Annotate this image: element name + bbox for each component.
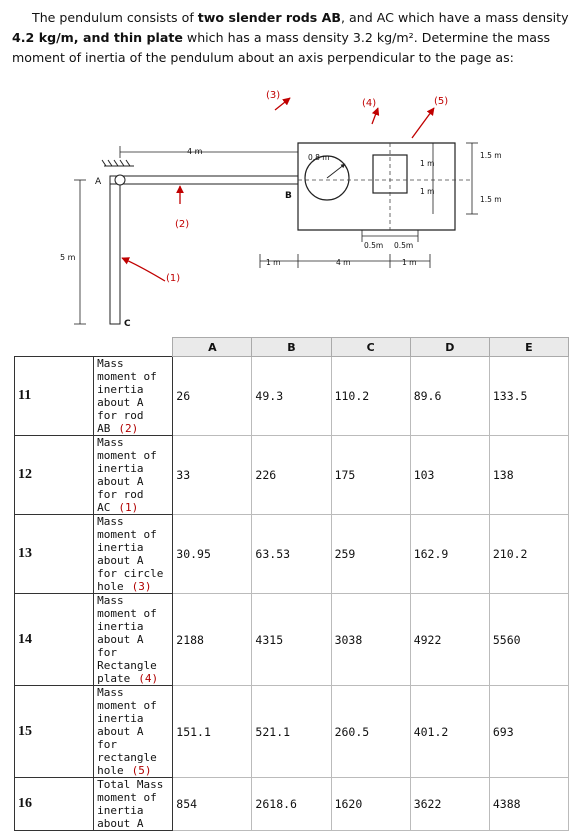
answer-cell[interactable]: 5560: [488, 593, 570, 686]
member-tag: (4): [138, 672, 159, 685]
answer-cell[interactable]: 4922: [409, 593, 490, 686]
member-tag: (2): [118, 422, 139, 435]
row-question: Mass moment of inertia about A for rod A…: [93, 356, 174, 436]
svg-text:1 m: 1 m: [420, 187, 434, 196]
answer-cell[interactable]: 63.53: [251, 514, 332, 594]
pin-a: [114, 174, 126, 186]
answer-cell[interactable]: 4315: [251, 593, 332, 686]
answer-cell[interactable]: 226: [251, 435, 332, 515]
svg-text:4 m: 4 m: [336, 258, 350, 267]
answer-cell[interactable]: 1620: [330, 777, 411, 831]
pendulum-figure: A B C (3) (4) (5) (2) (1) 4 m 5 m 0.8 m …: [0, 86, 588, 336]
problem-statement: The pendulum consists of two slender rod…: [12, 8, 578, 68]
col-header-a: A: [172, 337, 253, 357]
pendulum-diagram: A B C (3) (4) (5) (2) (1) 4 m 5 m 0.8 m …: [60, 90, 502, 329]
svg-text:1 m: 1 m: [266, 258, 280, 267]
answer-cell[interactable]: 521.1: [251, 685, 332, 778]
row-number: 13: [13, 514, 95, 594]
member-tag: (1): [118, 501, 139, 514]
table-header-row: A B C D E: [14, 337, 570, 357]
svg-text:(4): (4): [362, 98, 376, 109]
answer-cell[interactable]: 33: [172, 435, 253, 515]
col-header-c: C: [330, 337, 411, 357]
svg-text:1 m: 1 m: [420, 159, 434, 168]
svg-text:4 m: 4 m: [187, 147, 203, 156]
row-question: Mass moment of inertia about A for recta…: [93, 685, 174, 778]
answer-cell[interactable]: 3038: [330, 593, 411, 686]
answer-cell[interactable]: 2188: [172, 593, 253, 686]
answer-cell[interactable]: 151.1: [172, 685, 253, 778]
answer-cell[interactable]: 138: [488, 435, 570, 515]
answer-cell[interactable]: 259: [330, 514, 411, 594]
answer-cell[interactable]: 260.5: [330, 685, 411, 778]
answer-cell[interactable]: 4388: [488, 777, 570, 831]
svg-text:(5): (5): [434, 96, 448, 107]
answer-cell[interactable]: 401.2: [409, 685, 490, 778]
answer-cell[interactable]: 210.2: [488, 514, 570, 594]
density-spec: 4.2 kg/m, and thin plate: [12, 30, 183, 45]
answer-cell[interactable]: 162.9: [409, 514, 490, 594]
col-header-b: B: [251, 337, 332, 357]
row-question: Mass moment of inertia about A for rod A…: [93, 435, 174, 515]
answer-cell[interactable]: 693: [488, 685, 570, 778]
row-number: 14: [13, 593, 95, 686]
member-arrows: [121, 97, 435, 282]
rod-ac: [109, 175, 121, 325]
row-question: Total Mass moment of inertia about A: [93, 777, 174, 831]
svg-text:1.5 m: 1.5 m: [480, 195, 502, 204]
row-number: 16: [13, 777, 95, 831]
svg-text:5 m: 5 m: [60, 253, 76, 262]
answer-cell[interactable]: 110.2: [330, 356, 411, 436]
rod-spec: two slender rods AB: [197, 10, 342, 25]
svg-text:1 m: 1 m: [402, 258, 416, 267]
row-number: 15: [13, 685, 95, 778]
answer-cell[interactable]: 175: [330, 435, 411, 515]
svg-text:0.5m: 0.5m: [394, 241, 413, 250]
svg-text:(3): (3): [266, 90, 280, 101]
answer-cell[interactable]: 133.5: [488, 356, 570, 436]
problem-text: The pendulum consists of two slender rod…: [12, 10, 569, 65]
svg-text:(1): (1): [166, 273, 180, 284]
member-tag: (5): [131, 764, 152, 777]
answer-cell[interactable]: 49.3: [251, 356, 332, 436]
rod-ab: [109, 175, 299, 185]
answer-cell[interactable]: 30.95: [172, 514, 253, 594]
answer-cell[interactable]: 2618.6: [251, 777, 332, 831]
svg-text:(2): (2): [175, 219, 189, 230]
answer-cell[interactable]: 26: [172, 356, 253, 436]
row-question: Mass moment of inertia about A for circl…: [93, 514, 174, 594]
svg-text:0.8 m: 0.8 m: [308, 153, 330, 162]
answer-cell[interactable]: 3622: [409, 777, 490, 831]
support-hatch: [101, 159, 134, 167]
svg-text:1.5 m: 1.5 m: [480, 151, 502, 160]
col-header-d: D: [409, 337, 490, 357]
member-tag: (3): [131, 580, 152, 593]
row-question: Mass moment of inertia about A for Recta…: [93, 593, 174, 686]
label-b: B: [285, 191, 292, 201]
answer-cell[interactable]: 854: [172, 777, 253, 831]
row-number: 12: [13, 435, 95, 515]
label-a: A: [95, 177, 102, 187]
row-number: 11: [13, 356, 95, 436]
col-header-e: E: [488, 337, 570, 357]
svg-text:0.5m: 0.5m: [364, 241, 383, 250]
label-c: C: [124, 319, 131, 329]
answer-cell[interactable]: 89.6: [409, 356, 490, 436]
answer-cell[interactable]: 103: [409, 435, 490, 515]
